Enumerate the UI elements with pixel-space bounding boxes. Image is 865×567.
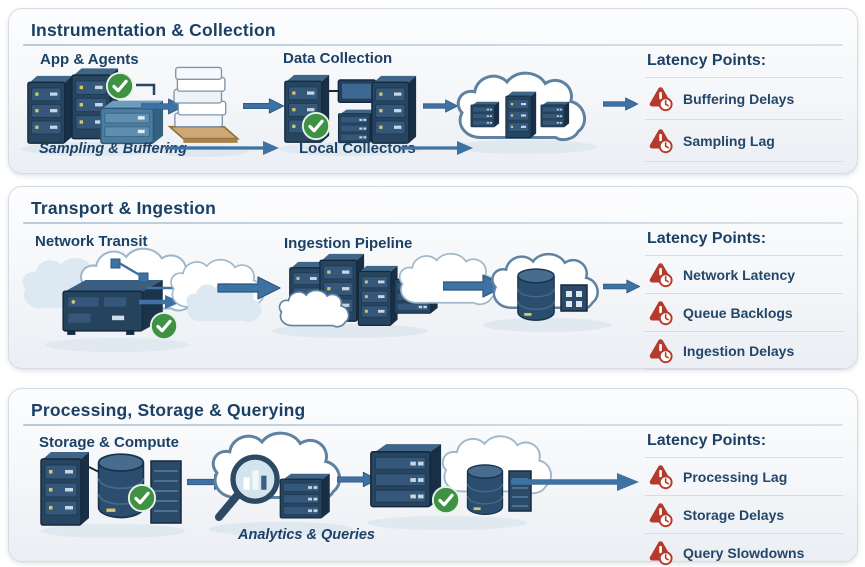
check-badge-icon [127,483,157,513]
latency-item: Query Slowdowns [645,534,843,567]
alert-clock-icon [647,127,674,154]
server-led [576,301,582,307]
server-tower-icon [371,75,417,144]
latency-item-label: Buffering Delays [683,90,795,107]
latency-item: Processing Lag [645,458,843,496]
alert-clock-icon [647,85,674,112]
monitor-icon [337,79,377,104]
label-network-transit: Network Transit [35,233,148,250]
server-tower-icon [27,75,73,144]
latency-item-label: Query Slowdowns [683,544,805,561]
label-sampling-buffering: Sampling & Buffering [39,141,187,157]
alert-clock-icon [647,299,674,326]
section-transport-ingestion: Transport & Ingestion Network Transit In… [8,186,858,370]
long-flow-arrow [511,473,639,491]
server-rack-icon [540,101,570,128]
latency-panel: Latency Points: Buffering Delays Samplin… [645,51,843,162]
buffer-papers-icon [168,66,239,144]
app-agents-servers [27,67,164,145]
latency-item: Network Latency [645,256,843,294]
database-icon [517,268,555,321]
striped-unit [508,470,532,512]
section-title: Transport & Ingestion [31,198,217,218]
server-box-icon [560,284,588,312]
cloud-icon [278,289,350,328]
check-badge-icon [105,71,135,101]
label-ingestion-pipeline: Ingestion Pipeline [284,235,412,252]
striped-unit [150,460,182,524]
thin-arrow [139,295,181,309]
label-analytics-queries: Analytics & Queries [237,527,375,543]
ground-shadows [45,318,611,352]
alert-clock-icon [647,261,674,288]
latency-item-label: Storage Delays [683,506,785,523]
server-rack-icon [369,443,443,508]
thin-arrow [400,141,473,155]
latency-item: Buffering Delays [645,78,843,120]
label-local-collectors: Local Collectors [299,140,416,157]
label-data-collection: Data Collection [283,50,392,67]
data-collection-servers [284,74,417,144]
server-led [576,291,582,297]
flow-arrow-icon [243,98,285,114]
connector-elbow [136,83,156,95]
section-instrumentation-collection: Instrumentation & Collection App & Agent… [8,8,858,174]
transport-diagram: Network Transit Ingestion Pipeline [22,233,641,352]
check-badge-icon [301,111,331,141]
flow-arrow-icon [603,279,641,294]
alert-clock-icon [647,501,674,528]
server-rack-icon [470,101,500,128]
cloud-icon [398,252,497,306]
latency-panel: Latency Points: Processing Lag Storage D… [645,431,843,567]
query-serving-rack [369,435,553,516]
database-icon [466,464,504,516]
queue-cloud-database [491,252,599,321]
alert-clock-icon [647,337,674,364]
latency-item: Storage Delays [645,496,843,534]
ground-shadows [41,516,527,538]
network-link [110,258,149,283]
title-divider [23,222,843,224]
title-divider [23,44,843,46]
latency-item-label: Processing Lag [683,468,788,485]
latency-item: Ingestion Delays [645,332,843,370]
label-storage-compute: Storage & Compute [39,434,179,451]
flow-arrow-icon [423,99,459,113]
server-rack-icon [279,473,331,519]
alert-clock-icon [647,463,674,490]
latency-item: Queue Backlogs [645,294,843,332]
flow-arrow-icon [603,97,639,111]
server-tower-icon [40,451,90,526]
latency-item-label: Queue Backlogs [683,304,793,321]
latency-header: Latency Points: [645,229,843,256]
latency-item-label: Ingestion Delays [683,342,795,359]
storage-compute-servers [40,451,182,526]
server-rack-icon [337,109,377,144]
check-badge-icon [431,485,461,515]
check-badge-icon [149,311,179,341]
latency-item-label: Network Latency [683,266,796,283]
instrumentation-diagram: App & Agents Data Collection [21,50,639,157]
latency-header: Latency Points: [645,431,843,458]
latency-panel: Latency Points: Network Latency Queue Ba… [645,229,843,370]
alert-clock-icon [647,539,674,566]
section-processing-storage-querying: Processing, Storage & Querying Storage &… [8,388,858,562]
server-led [566,301,572,307]
server-tower-icon [505,91,537,139]
latency-item: Sampling Lag [645,120,843,162]
latency-item-label: Sampling Lag [683,132,775,149]
processing-diagram: Storage & Compute [39,431,639,543]
thin-arrow [165,141,279,155]
latency-header: Latency Points: [645,51,843,78]
label-app-agents: App & Agents [40,51,139,68]
server-tower-icon [357,265,399,327]
analytics-cloud [211,431,342,519]
section-title: Processing, Storage & Querying [31,400,306,420]
title-divider [23,424,843,426]
server-led [566,291,572,297]
ground-shadows [21,140,597,157]
section-title: Instrumentation & Collection [31,20,276,40]
central-cloud-servers [456,71,587,142]
